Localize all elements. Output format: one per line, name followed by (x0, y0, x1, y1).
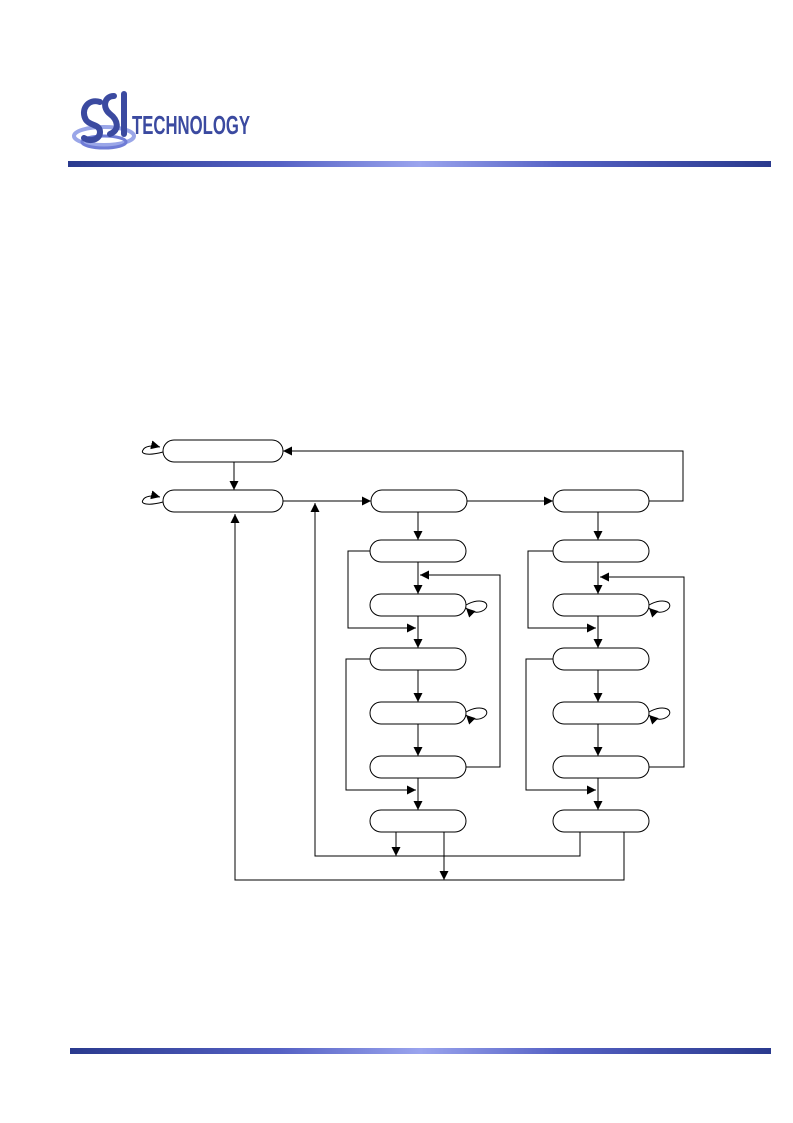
state-col1-r4-box (369, 701, 467, 725)
state-col2-head-box (552, 489, 650, 513)
state-col2-r4-box (552, 701, 650, 725)
state-col2-r5-box (552, 755, 650, 779)
state-col2-r1-box (552, 539, 650, 563)
bypass-c1-r3-to-r6 (345, 658, 416, 795)
state-col1-r1-box (369, 539, 467, 563)
bypass-c1-r1-to-r3 (347, 550, 416, 633)
bypass-c2-r3-to-r6 (525, 658, 596, 795)
edge-col2-to-top (283, 446, 684, 502)
self-loop-second (141, 490, 164, 505)
gsi-technology-logo: TECHNOLOGY (72, 91, 250, 150)
state-top-box (162, 439, 284, 463)
loop-c1-r5-to-r2 (420, 570, 501, 768)
state-col2-r2-box (552, 593, 650, 617)
state-col1-head-box (370, 489, 468, 513)
return-c2-r6-to-col1 (310, 503, 581, 857)
header-rule (68, 161, 771, 167)
gsi-mark-icon (72, 91, 136, 150)
state-col1-r6-box (369, 809, 467, 833)
loop-c2-r5-to-r2 (600, 572, 685, 768)
self-loop-col1-r4 (465, 707, 488, 725)
self-loop-top (141, 440, 164, 455)
state-second-box (162, 489, 284, 513)
self-loop-col2-r2 (648, 600, 671, 618)
state-col1-r3-box (369, 647, 467, 671)
bypass-c2-r1-to-r3 (527, 550, 596, 633)
logo-wordmark: TECHNOLOGY (132, 110, 250, 140)
return-c2-r6-to-second (230, 514, 625, 881)
footer-rule (70, 1048, 771, 1054)
state-col2-r3-box (552, 647, 650, 671)
state-col1-r2-box (369, 593, 467, 617)
state-col2-r6-box (552, 809, 650, 833)
self-loop-col2-r4 (648, 707, 671, 725)
self-loop-col1-r2 (465, 600, 488, 618)
state-col1-r5-box (369, 755, 467, 779)
